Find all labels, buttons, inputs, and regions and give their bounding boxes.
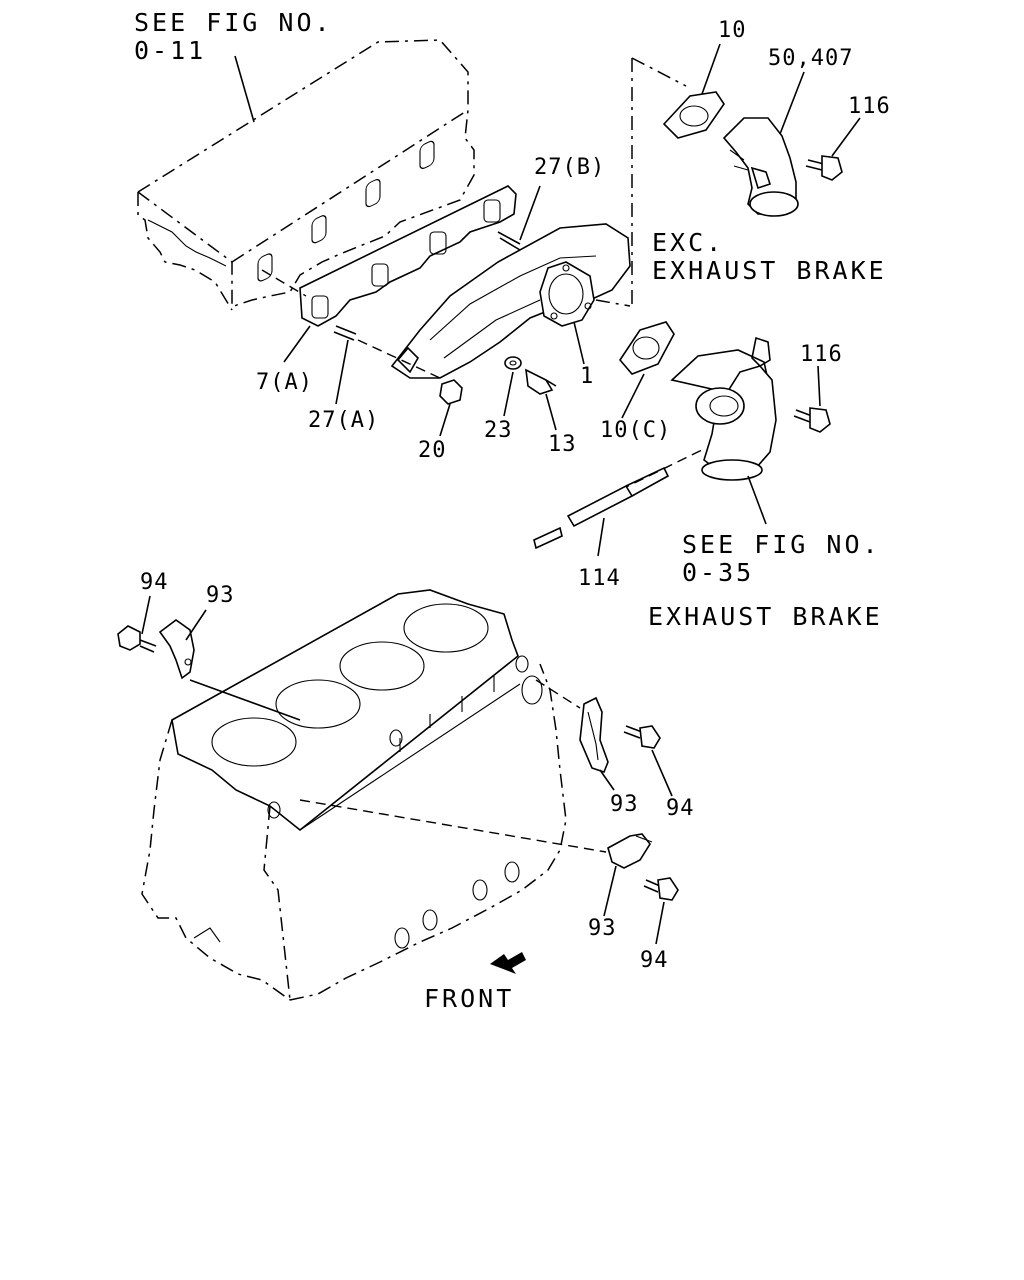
callout-116-top: 116 [848, 94, 891, 119]
note-see-fig-head-2: 0-11 [134, 36, 207, 65]
manifold-gasket [261, 185, 517, 363]
callout-27a: 27(A) [308, 408, 380, 433]
callout-10-top: 10 [718, 18, 747, 43]
note-see-fig-head-1: SEE FIG NO. [134, 8, 333, 37]
nut-20 [439, 379, 463, 437]
bolt-low [643, 877, 679, 945]
bracket-low [299, 799, 653, 917]
callout-7a: 7(A) [256, 370, 313, 395]
callout-50-407: 50,407 [768, 46, 854, 71]
cylinder-block-phantom [141, 589, 567, 1001]
note-exc-1: EXC. [652, 228, 725, 257]
bracket-mid [535, 679, 615, 791]
bolt-mid [623, 725, 673, 797]
front-arrow-icon [490, 952, 526, 974]
callout-93-left: 93 [206, 583, 235, 608]
note-exhaust-brake: EXHAUST BRAKE [648, 602, 883, 631]
callout-94-left: 94 [140, 570, 169, 595]
exc-brake-assembly [595, 43, 861, 307]
stud-27b [497, 185, 541, 251]
note-front: FRONT [424, 984, 515, 1013]
note-see-fig-brake-2: 0-35 [682, 558, 755, 587]
cylinder-head-phantom [137, 39, 475, 311]
callout-114: 114 [578, 566, 621, 591]
callout-27b: 27(B) [534, 155, 606, 180]
exhaust-manifold [390, 223, 631, 379]
bracket-left [158, 609, 301, 721]
callout-93-low: 93 [588, 916, 617, 941]
callout-23: 23 [484, 418, 513, 443]
callout-1: 1 [580, 364, 595, 389]
exhaust-brake-assembly [533, 321, 831, 557]
bolt-13 [525, 368, 557, 431]
note-see-fig-brake-1: SEE FIG NO. [682, 530, 881, 559]
washer-23 [503, 356, 522, 417]
note-exc-2: EXHAUST BRAKE [652, 256, 887, 285]
stud-27a [333, 325, 441, 405]
callout-93-mid: 93 [610, 792, 639, 817]
callout-20: 20 [418, 438, 447, 463]
callout-94-mid: 94 [666, 796, 695, 821]
bolt-left [117, 595, 157, 653]
callout-13: 13 [548, 432, 577, 457]
callout-94-low: 94 [640, 948, 669, 973]
callout-10c: 10(C) [600, 418, 672, 443]
callout-116-mid: 116 [800, 342, 843, 367]
